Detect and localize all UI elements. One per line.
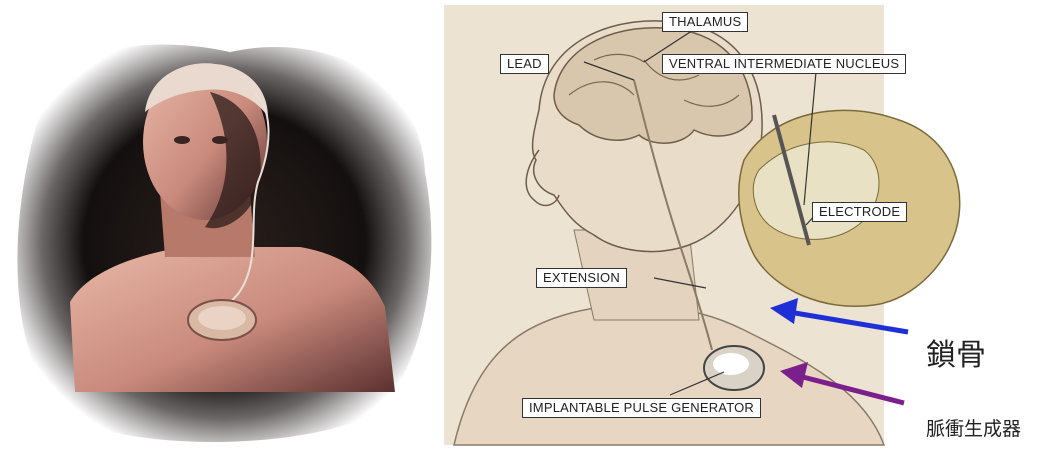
patient-photo-illustration (0, 32, 444, 447)
label-lead: LEAD (500, 54, 549, 74)
patient-photo (0, 32, 444, 447)
label-thalamus: THALAMUS (662, 12, 748, 32)
label-implantable-pulse-generator: IMPLANTABLE PULSE GENERATOR (522, 398, 761, 418)
dbs-diagram: THALAMUS LEAD VENTRAL INTERMEDIATE NUCLE… (444, 0, 1046, 453)
annotation-clavicle: 鎖骨 (926, 330, 986, 374)
label-extension: EXTENSION (536, 268, 627, 288)
label-ventral-intermediate-nucleus: VENTRAL INTERMEDIATE NUCLEUS (662, 54, 906, 74)
label-electrode: ELECTRODE (812, 202, 907, 222)
annotation-pulse-generator: 脈衝生成器 (926, 414, 1021, 441)
